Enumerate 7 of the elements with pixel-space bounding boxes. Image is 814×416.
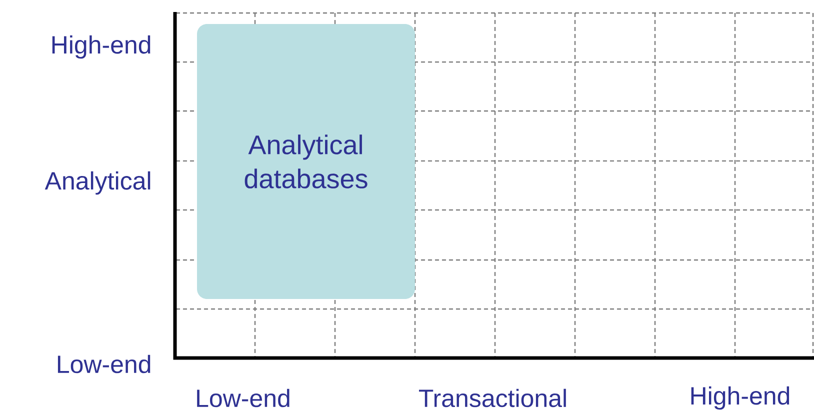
axis-label: Analytical: [44, 171, 150, 195]
axis-label: Transactional: [419, 388, 566, 408]
axis-label: Low-end: [58, 354, 150, 374]
axis-label: High-end: [691, 386, 790, 410]
axis-label: Low-end: [197, 388, 290, 408]
axis-label: High-end: [52, 35, 150, 59]
category-box: Analytical databases: [197, 24, 415, 299]
